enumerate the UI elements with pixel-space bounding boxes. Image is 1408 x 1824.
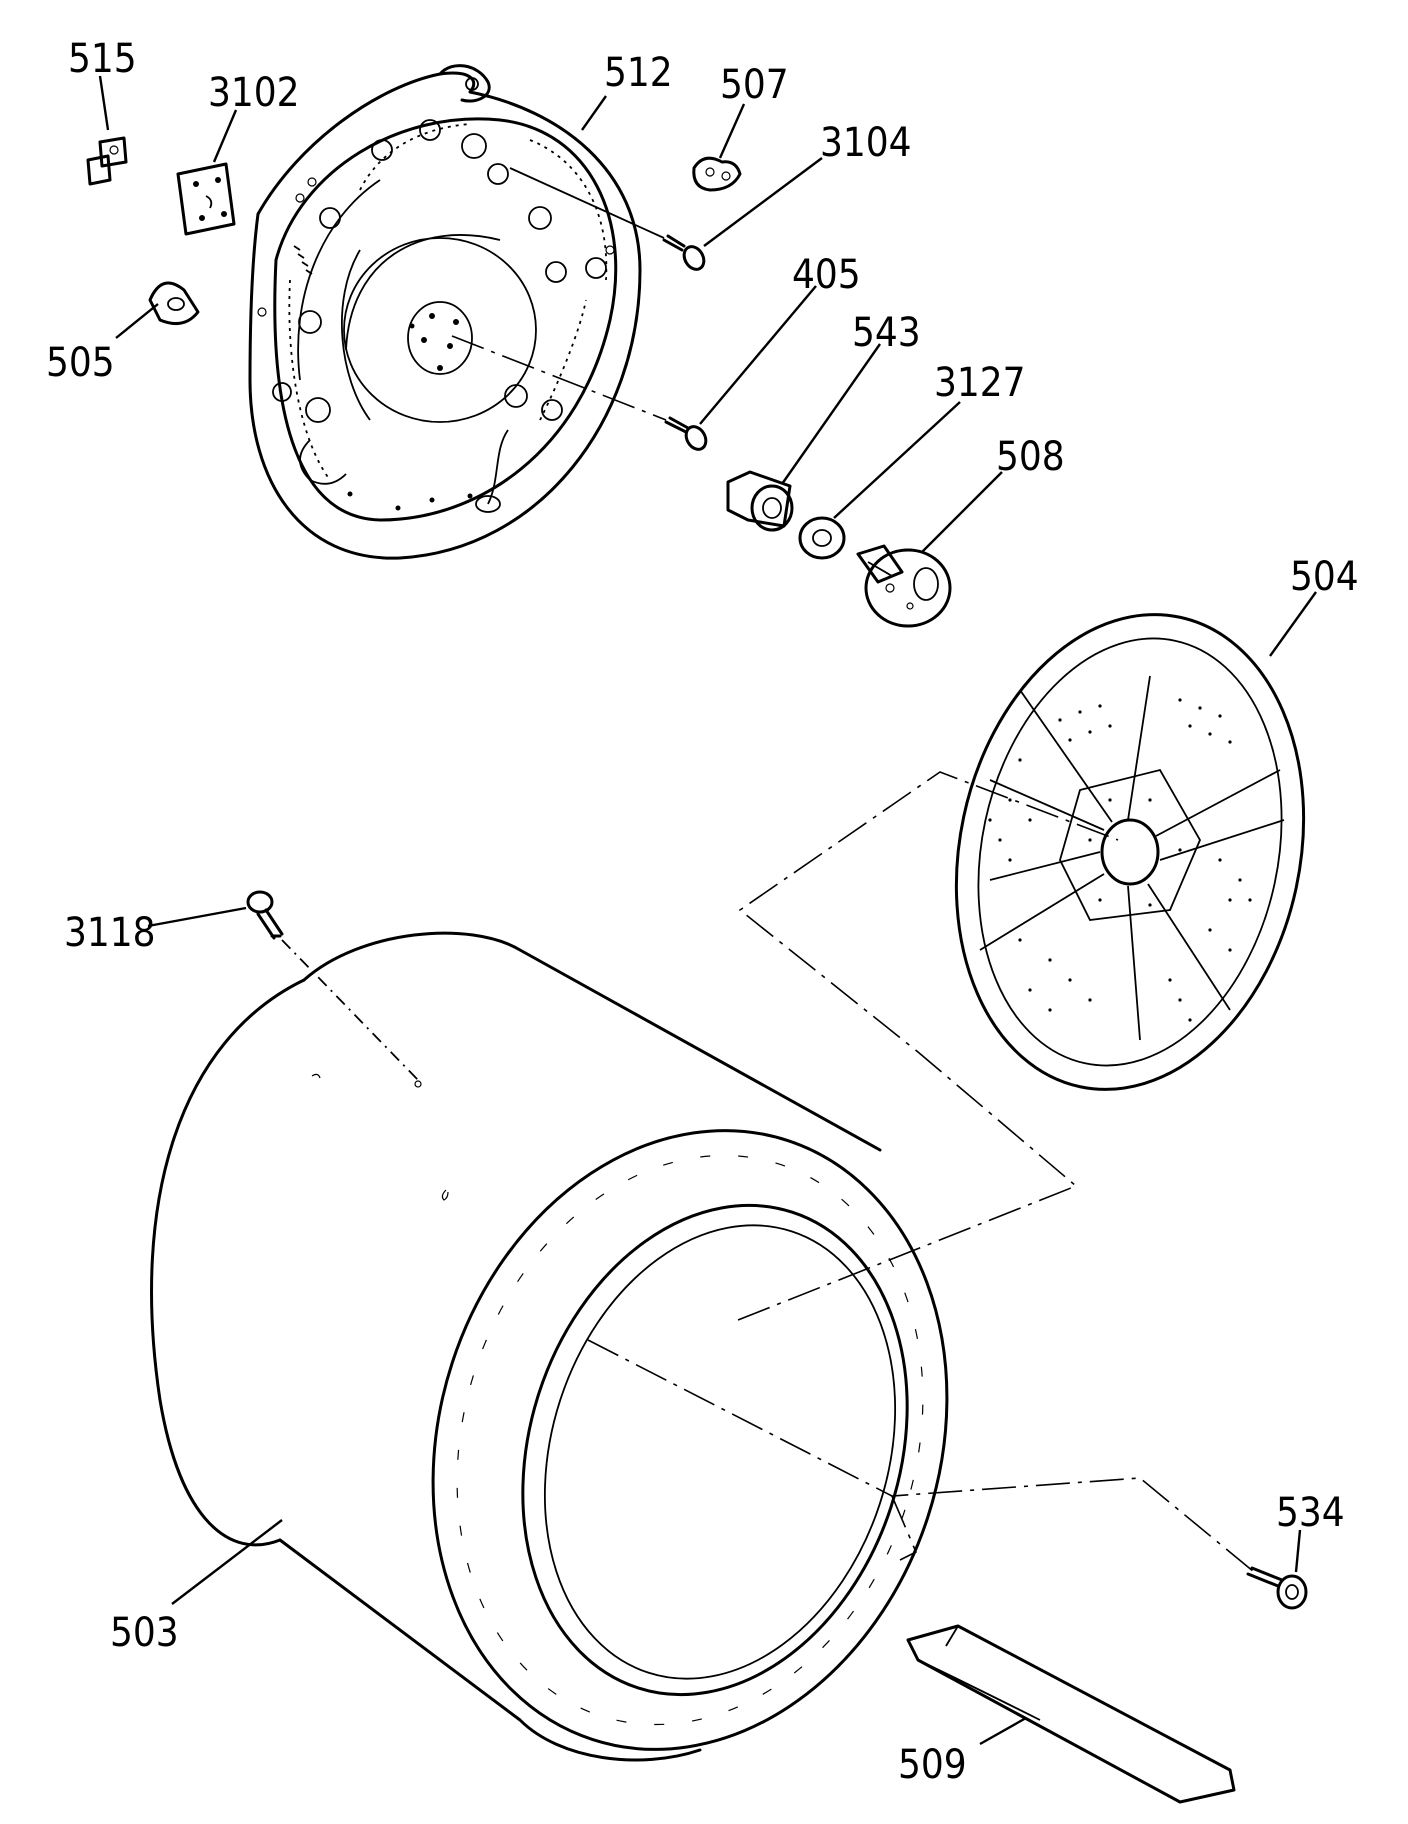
callout-543: 543 bbox=[852, 310, 921, 356]
part-3102-gasket bbox=[176, 162, 236, 236]
callout-509: 509 bbox=[898, 1742, 967, 1788]
callout-3104: 3104 bbox=[820, 120, 912, 166]
part-508-shaft bbox=[856, 544, 952, 628]
callout-labels: 515 3102 512 507 3104 505 405 543 3127 5… bbox=[46, 36, 1359, 1788]
part-503-drum bbox=[150, 931, 949, 1762]
callout-534: 534 bbox=[1276, 1490, 1345, 1536]
part-504-drum-wall bbox=[954, 613, 1306, 1091]
part-3118-screw bbox=[246, 890, 419, 1081]
part-509-baffle bbox=[906, 1624, 1236, 1804]
perforation-dots bbox=[988, 698, 1252, 1022]
callout-3118: 3118 bbox=[64, 910, 156, 956]
part-3104-screw bbox=[509, 167, 706, 271]
part-405-screw bbox=[451, 335, 708, 451]
callout-515: 515 bbox=[68, 36, 137, 82]
part-507-clip bbox=[692, 156, 742, 192]
part-515-clip bbox=[86, 136, 128, 186]
part-512-rear-bulkhead bbox=[248, 64, 642, 560]
assembly-lines bbox=[587, 771, 1255, 1573]
part-534-screw bbox=[1246, 1566, 1308, 1610]
callout-512: 512 bbox=[604, 50, 673, 96]
part-505-bushing bbox=[148, 281, 200, 326]
part-543-bearing bbox=[726, 470, 794, 532]
callout-505: 505 bbox=[46, 340, 115, 386]
callout-508: 508 bbox=[996, 434, 1065, 480]
callout-503: 503 bbox=[110, 1610, 179, 1656]
callout-504: 504 bbox=[1290, 554, 1359, 600]
callout-3102: 3102 bbox=[208, 70, 300, 116]
leader-lines bbox=[98, 75, 1317, 1746]
part-3127-washer bbox=[798, 516, 846, 560]
callout-3127: 3127 bbox=[934, 360, 1026, 406]
callout-507: 507 bbox=[720, 62, 789, 108]
callout-405: 405 bbox=[792, 252, 861, 298]
